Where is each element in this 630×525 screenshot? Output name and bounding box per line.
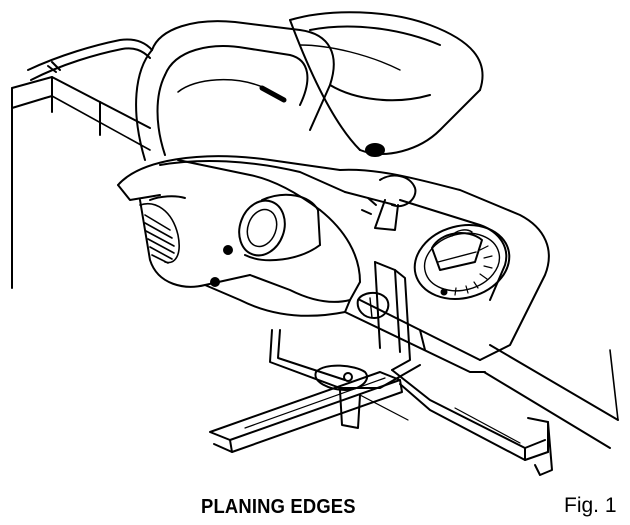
guide-lock-knob	[356, 292, 390, 319]
workpiece-board	[11, 76, 619, 449]
vent-grille	[139, 203, 180, 264]
locking-knob	[361, 174, 417, 231]
power-cord	[27, 38, 153, 81]
depth-knob	[413, 224, 511, 300]
figure-number: Fig. 1	[564, 494, 617, 517]
edge-guide	[209, 261, 553, 476]
dust-port	[238, 193, 321, 262]
depth-scale	[454, 245, 493, 296]
motor-housing	[117, 155, 361, 317]
handle	[135, 20, 335, 161]
front-handle	[289, 11, 484, 157]
figure-caption: PLANING EDGES	[201, 496, 356, 518]
